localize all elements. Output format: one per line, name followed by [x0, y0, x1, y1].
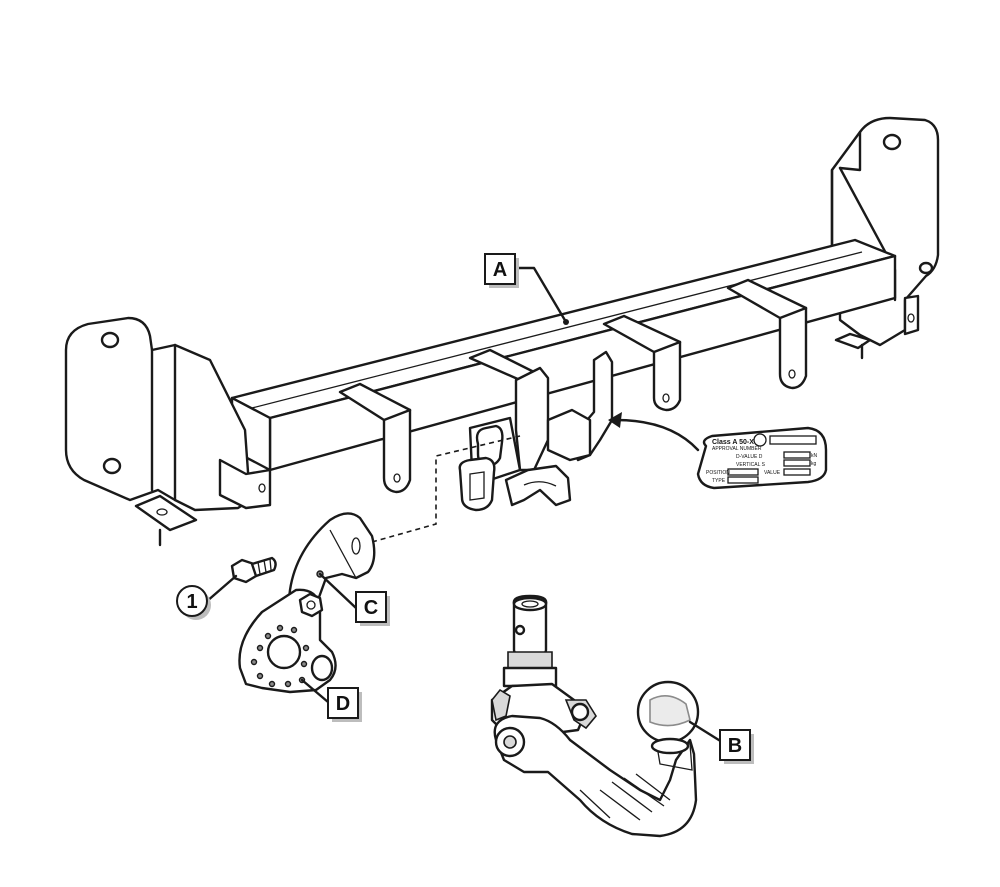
leader-a	[517, 266, 568, 324]
socket-plate-d	[238, 588, 337, 694]
label-1-text: 1	[186, 591, 197, 613]
label-c-text: C	[364, 597, 378, 619]
bolt-1	[230, 556, 277, 584]
leader-a-dot	[563, 319, 569, 325]
cross-beam	[230, 238, 897, 472]
plate-approval-text: APPROVAL NUMBER	[712, 446, 762, 452]
plate-kn-text: kN	[811, 453, 818, 459]
leader-b	[688, 720, 724, 744]
leader-d	[300, 678, 330, 704]
right-side-bracket	[830, 116, 940, 360]
left-side-bracket	[64, 316, 272, 547]
label-b-text: B	[728, 735, 742, 757]
identification-plate: Class A 50-X APPROVAL NUMBER D-VALUE D k…	[696, 426, 828, 490]
hanger-bracket-4	[726, 278, 808, 390]
leader-c	[318, 572, 358, 610]
hanger-bracket-3	[602, 314, 682, 412]
label-c: C	[355, 591, 390, 626]
plate-class-text: Class A 50-X	[712, 439, 754, 446]
plate-s-text: VERTICAL S	[736, 462, 766, 468]
label-b: B	[719, 729, 754, 764]
detachable-tow-ball-b	[490, 594, 700, 838]
label-a: A	[484, 253, 519, 288]
central-hitch-mount	[458, 350, 614, 512]
plate-position-text: POSITION	[706, 470, 730, 476]
plate-d-text: D-VALUE D	[736, 454, 763, 460]
plate-type-text: TYPE	[712, 478, 726, 484]
assembly-guide-line	[371, 435, 521, 543]
label-a-text: A	[493, 259, 507, 281]
label-d: D	[327, 687, 362, 722]
plate-location-arrow	[608, 412, 700, 452]
plate-value-text: VALUE	[764, 470, 781, 476]
label-d-text: D	[336, 693, 350, 715]
leader-1	[204, 574, 238, 604]
label-1: 1	[176, 585, 211, 620]
hanger-bracket-1	[338, 382, 412, 494]
plate-kg-text: kg	[811, 461, 817, 467]
